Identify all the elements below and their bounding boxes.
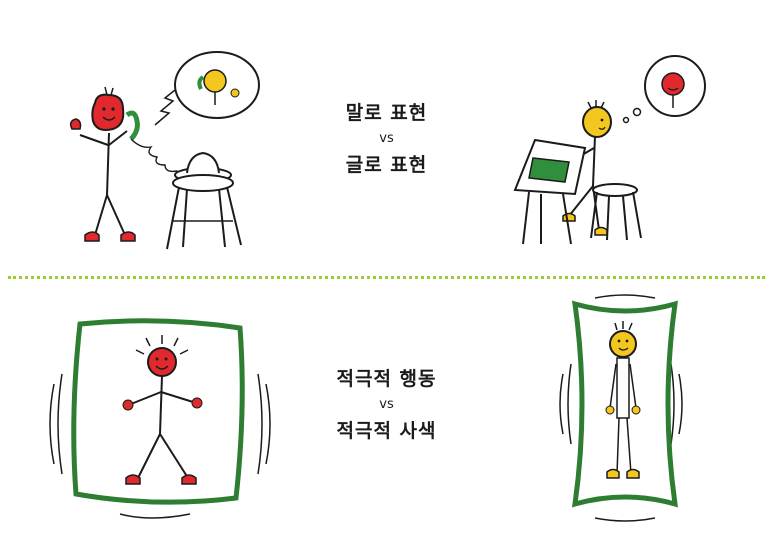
top-caption: 말로 표현 vs 글로 표현	[300, 100, 473, 178]
bottom-caption: 적극적 행동 vs 적극적 사색	[300, 366, 473, 444]
caption-active-thinking-label: 적극적 사색	[336, 420, 437, 442]
caption-writing-label: 글로 표현	[345, 154, 428, 176]
section-divider	[8, 276, 765, 279]
speaking-figure-illustration	[69, 51, 260, 250]
caption-vs-label-bottom: vs	[379, 397, 394, 412]
caption-active-action-label: 적극적 행동	[336, 368, 437, 390]
caption-vs-label: vs	[379, 131, 394, 146]
writing-figure-illustration	[513, 55, 706, 245]
active-action-illustration	[49, 318, 271, 519]
top-panel: 말로 표현 vs 글로 표현	[69, 51, 706, 250]
bottom-panel: 적극적 행동 vs 적극적 사색	[0, 282, 773, 546]
active-thinking-illustration	[559, 294, 683, 522]
caption-speech-label: 말로 표현	[345, 102, 428, 124]
